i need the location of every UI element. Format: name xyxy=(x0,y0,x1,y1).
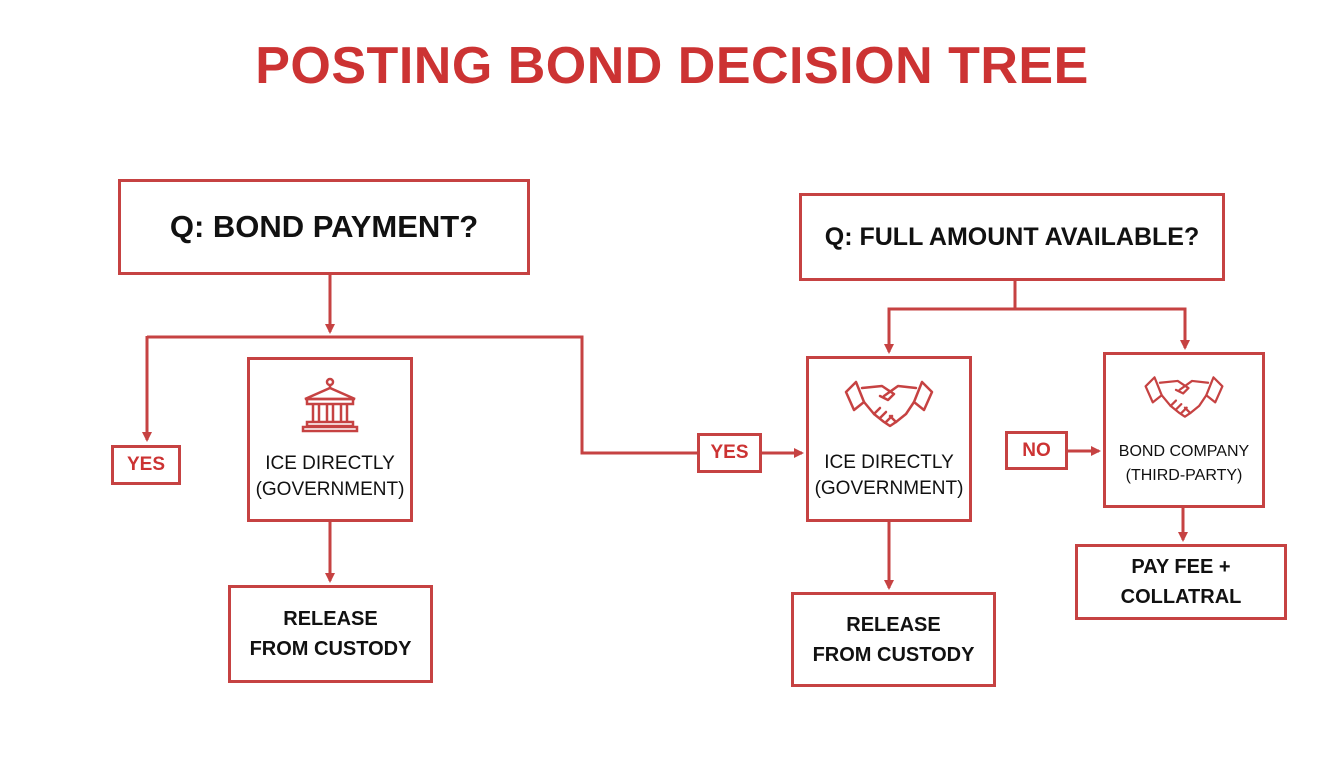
result-line-1: RELEASE xyxy=(846,613,941,636)
question-text: Q: FULL AMOUNT AVAILABLE? xyxy=(824,222,1200,251)
q1-branch-line xyxy=(145,335,697,455)
question-bond-payment: Q: BOND PAYMENT? xyxy=(118,179,530,275)
result-line-1: PAY FEE + xyxy=(1131,556,1231,578)
diagram-title: POSTING BOND DECISION TREE xyxy=(255,37,1089,95)
result-line-2: COLLATRAL xyxy=(1120,586,1242,608)
government-building-icon xyxy=(301,377,359,441)
node-line-1: ICE DIRECTLY xyxy=(824,452,954,473)
q2-split-line xyxy=(887,307,1187,352)
node-line-1: ICE DIRECTLY xyxy=(265,452,395,474)
yes-label: YES xyxy=(697,433,762,473)
node-line-2: (GOVERNMENT) xyxy=(255,478,405,500)
result-line-2: FROM CUSTODY xyxy=(249,638,412,660)
node-line-2: (GOVERNMENT) xyxy=(814,478,964,499)
question-full-amount-available: Q: FULL AMOUNT AVAILABLE? xyxy=(799,193,1225,281)
result-line-1: RELEASE xyxy=(283,608,378,630)
result-line-2: FROM CUSTODY xyxy=(812,643,975,666)
question-text: Q: BOND PAYMENT? xyxy=(169,209,479,244)
node-line-2: (THIRD-PARTY) xyxy=(1125,467,1243,484)
ice-directly-node: ICE DIRECTLY (GOVERNMENT) xyxy=(247,357,413,522)
handshake-icon xyxy=(844,376,934,440)
release-from-custody-node: RELEASE FROM CUSTODY xyxy=(228,585,433,683)
yes-label: YES xyxy=(111,445,181,485)
handshake-icon xyxy=(1143,372,1225,430)
no-label: NO xyxy=(1005,431,1068,470)
pay-fee-collateral-node: PAY FEE + COLLATRAL xyxy=(1075,544,1287,620)
bond-company-node: BOND COMPANY (THIRD-PARTY) xyxy=(1103,352,1265,508)
ice-directly-node: ICE DIRECTLY (GOVERNMENT) xyxy=(806,356,972,522)
node-line-1: BOND COMPANY xyxy=(1118,443,1250,460)
release-from-custody-node: RELEASE FROM CUSTODY xyxy=(791,592,996,687)
